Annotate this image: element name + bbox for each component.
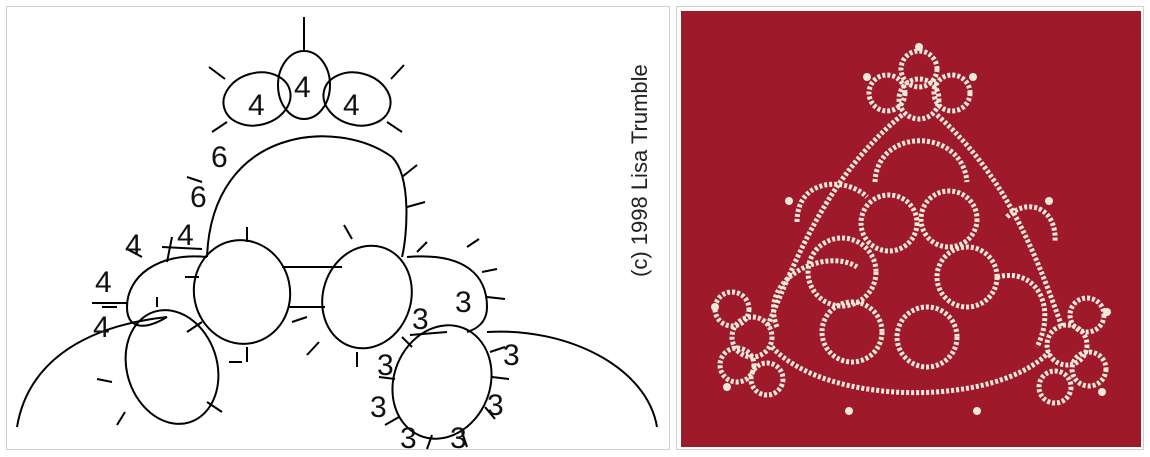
left-chain-loop bbox=[127, 256, 207, 325]
chain-upper-count-1: 6 bbox=[211, 141, 228, 174]
right-ring-count-3: 3 bbox=[370, 391, 387, 424]
tatting-pattern-diagram: 4 4 4 6 6 4 4 4 4 3 3 3 3 3 3 3 3 (c) 19… bbox=[7, 7, 671, 451]
top-left-ring-count: 4 bbox=[248, 89, 265, 122]
right-ring-count-4: 3 bbox=[487, 389, 504, 422]
chain-left-count-d: 4 bbox=[93, 311, 110, 344]
right-ring-count-6: 3 bbox=[450, 422, 467, 451]
tatted-lace-photo bbox=[677, 7, 1145, 451]
copyright-notice: (c) 1998 Lisa Trumble bbox=[627, 64, 652, 277]
chain-left-count-c: 4 bbox=[95, 266, 112, 299]
central-arch-chain bbox=[207, 136, 406, 257]
diagram-panel: 4 4 4 6 6 4 4 4 4 3 3 3 3 3 3 3 3 (c) 19… bbox=[6, 6, 670, 450]
chain-left-count-b: 4 bbox=[177, 219, 194, 252]
chain-left-count-a: 4 bbox=[125, 229, 142, 262]
right-chain-count-b: 3 bbox=[455, 286, 472, 319]
chain-upper-count-2: 6 bbox=[190, 181, 207, 214]
right-ring-count-5: 3 bbox=[400, 422, 417, 451]
top-center-ring-count: 4 bbox=[294, 71, 311, 104]
right-chain-count-a: 3 bbox=[412, 303, 429, 336]
right-ring-count-1: 3 bbox=[377, 349, 394, 382]
top-right-ring-count: 4 bbox=[343, 89, 360, 122]
outer-chain-left bbox=[17, 317, 167, 427]
lace-photo-panel bbox=[676, 6, 1144, 450]
right-ring-count-2: 3 bbox=[503, 339, 520, 372]
